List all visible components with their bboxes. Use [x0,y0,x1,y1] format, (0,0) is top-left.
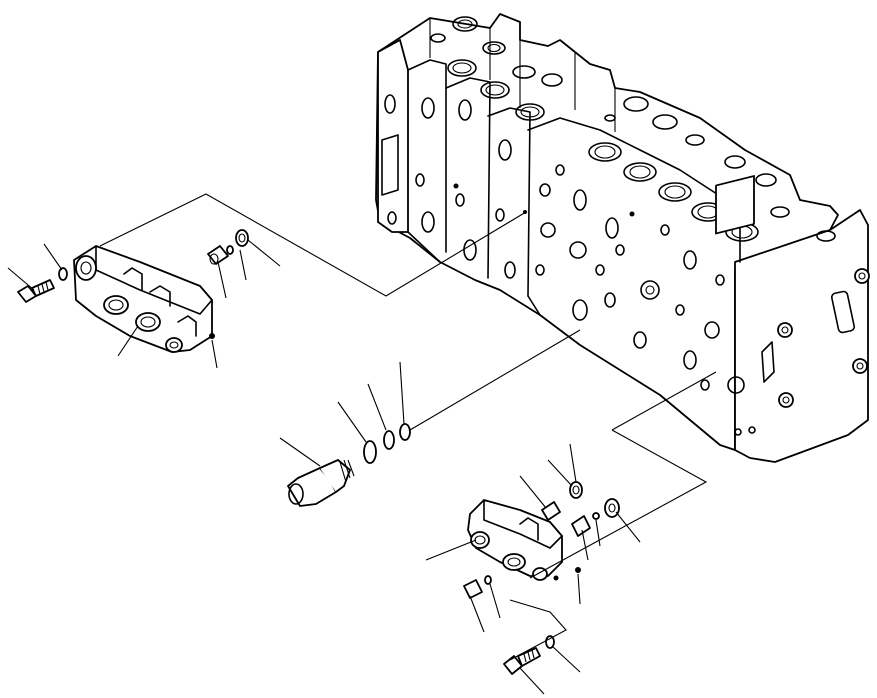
valve-end-plate [715,175,870,436]
left-o-ring [235,229,249,247]
lower-right-port-block-assembly [425,371,717,695]
left-port-block-assembly [7,193,527,369]
center-o-ring-1 [363,440,377,464]
lower-plug-b [571,515,591,537]
left-plug [207,245,229,265]
valve-top-ports [430,16,836,242]
lower-small-ring [592,512,600,520]
lower-small-screw [575,567,581,573]
lower-o-ring-a [569,481,583,499]
center-o-ring-2 [383,430,395,450]
lower-plug-c [463,579,483,599]
left-small-o-ring [226,245,234,255]
lower-mounting-bolt [503,647,541,675]
left-bolt-washer [58,267,68,281]
left-small-screw [209,333,215,339]
lower-bolt-washer [545,635,555,649]
left-mounting-bolt [17,279,55,303]
valve-left-end-details [381,94,399,225]
valve-side-ports [415,97,725,391]
lower-o-ring-b [604,498,620,518]
lower-small-o-ring [484,575,492,585]
control-valve-assembly [375,13,870,463]
lower-plug-a [541,501,561,521]
center-fitting-assembly [279,329,581,507]
center-o-ring-3 [399,423,411,441]
